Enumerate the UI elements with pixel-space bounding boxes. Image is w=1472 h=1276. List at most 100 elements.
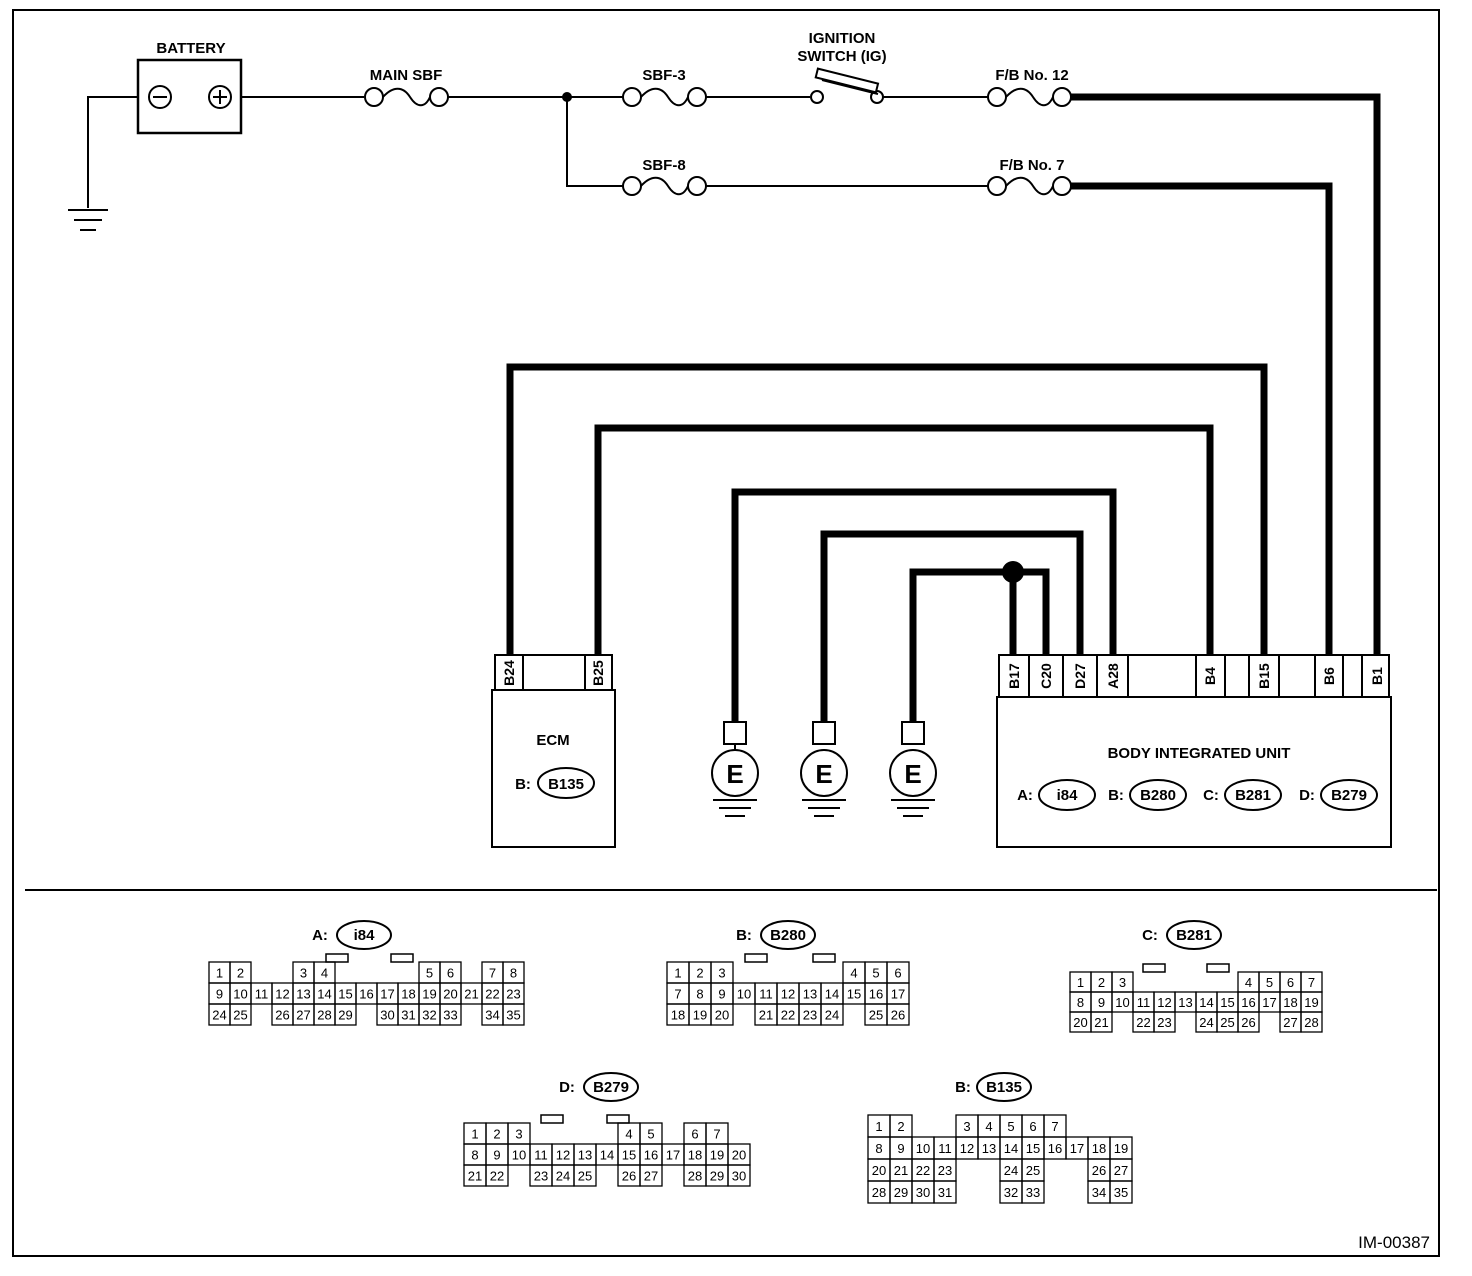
connector-pin-number: 28 xyxy=(1304,1015,1318,1030)
ecm-module xyxy=(491,654,616,848)
biu-conn-c-prefix: C: xyxy=(1203,787,1219,804)
connector-pin-number: 25 xyxy=(1220,1015,1234,1030)
connector-pin-number: 14 xyxy=(600,1148,614,1163)
connector-view-code: B279 xyxy=(593,1079,629,1096)
ecm-title: ECM xyxy=(536,732,569,749)
outer-frame xyxy=(12,9,1440,1257)
connector-pin-number: 5 xyxy=(872,966,879,981)
connector-pin-number: 5 xyxy=(1007,1119,1014,1134)
connector-view-code: i84 xyxy=(354,927,376,944)
connector-pin-cell xyxy=(502,1003,525,1026)
connector-pin-number: 17 xyxy=(1070,1141,1084,1156)
connector-view-oval xyxy=(583,1072,639,1102)
connector-pin-number: 18 xyxy=(688,1148,702,1163)
connector-pin-number: 10 xyxy=(737,987,751,1002)
connector-view-code: B135 xyxy=(986,1079,1022,1096)
ecm-connector-code: B135 xyxy=(548,776,584,793)
connector-pin-number: 2 xyxy=(897,1119,904,1134)
connector-pin-number: 17 xyxy=(1262,995,1276,1010)
connector-pin-cell xyxy=(439,1003,462,1026)
connector-pin-number: 13 xyxy=(296,987,310,1002)
connector-pin-cell xyxy=(1153,1011,1176,1033)
connector-pin-number: 10 xyxy=(233,987,247,1002)
connector-pin-cell xyxy=(820,1003,844,1026)
connector-pin-number: 18 xyxy=(401,987,415,1002)
connector-pin-number: 19 xyxy=(693,1008,707,1023)
connector-pin-number: 6 xyxy=(1029,1119,1036,1134)
connector-pin-number: 26 xyxy=(891,1008,905,1023)
connector-pin-number: 22 xyxy=(916,1163,930,1178)
connector-view-prefix: D: xyxy=(559,1079,575,1096)
connector-pin-number: 35 xyxy=(506,1008,520,1023)
connector-pin-number: 15 xyxy=(622,1148,636,1163)
connector-pin-number: 7 xyxy=(1308,975,1315,990)
connector-pin-number: 23 xyxy=(534,1169,548,1184)
connector-pin-number: 6 xyxy=(447,966,454,981)
biu-conn-b-code: B280 xyxy=(1140,787,1176,804)
ecm-connector-prefix: B: xyxy=(515,776,531,793)
connector-pin-cell xyxy=(229,1003,252,1026)
splice-point xyxy=(1002,561,1024,583)
connector-pin-number: 10 xyxy=(512,1148,526,1163)
connector-pin-cell xyxy=(485,1164,509,1187)
connector-pin-number: 3 xyxy=(718,966,725,981)
connector-pin-number: 5 xyxy=(647,1127,654,1142)
connector-pin-number: 27 xyxy=(1283,1015,1297,1030)
connector-pin-number: 9 xyxy=(493,1148,500,1163)
connector-pin-number: 23 xyxy=(938,1163,952,1178)
connector-pin-cell xyxy=(639,1164,663,1187)
connector-pin-number: 14 xyxy=(825,987,839,1002)
connector-pin-number: 32 xyxy=(1004,1185,1018,1200)
biu-title: BODY INTEGRATED UNIT xyxy=(1108,745,1291,762)
connector-pin-number: 23 xyxy=(1157,1015,1171,1030)
connector-pin-number: 12 xyxy=(556,1148,570,1163)
connector-pin-number: 31 xyxy=(938,1185,952,1200)
connector-pin-number: 9 xyxy=(1098,995,1105,1010)
main-sbf-label: MAIN SBF xyxy=(370,67,443,84)
biu-module xyxy=(996,654,1392,848)
connector-pin-number: 29 xyxy=(894,1185,908,1200)
connector-pin-cell xyxy=(1237,1011,1260,1033)
fb12-label: F/B No. 12 xyxy=(995,67,1068,84)
biu-pin-b15: B15 xyxy=(1256,663,1272,689)
connector-pin-number: 6 xyxy=(691,1127,698,1142)
connector-pin-number: 16 xyxy=(869,987,883,1002)
connector-pin-number: 25 xyxy=(578,1169,592,1184)
connector-pin-number: 25 xyxy=(1026,1163,1040,1178)
ground-e-3: E xyxy=(904,759,921,789)
connector-pin-number: 1 xyxy=(216,966,223,981)
connector-pin-number: 27 xyxy=(296,1008,310,1023)
connector-pin-number: 28 xyxy=(872,1185,886,1200)
biu-pin-d27: D27 xyxy=(1072,663,1088,689)
connector-pin-number: 26 xyxy=(622,1169,636,1184)
connector-pin-number: 13 xyxy=(803,987,817,1002)
biu-conn-a-prefix: A: xyxy=(1017,787,1033,804)
sbf8-label: SBF-8 xyxy=(642,157,685,174)
connector-latch xyxy=(390,953,414,963)
connector-pin-number: 30 xyxy=(916,1185,930,1200)
connector-view-code: B281 xyxy=(1176,927,1212,944)
connector-pin-number: 18 xyxy=(1283,995,1297,1010)
connector-pin-number: 24 xyxy=(825,1008,839,1023)
biu-pin-b1: B1 xyxy=(1369,667,1385,685)
signal-wires xyxy=(506,363,1268,722)
connector-pin-number: 4 xyxy=(625,1127,632,1142)
connector-pin-cell xyxy=(727,1164,751,1187)
connector-pin-number: 4 xyxy=(321,966,328,981)
connector-view-code: B280 xyxy=(770,927,806,944)
connector-pin-number: 6 xyxy=(1287,975,1294,990)
connector-view-oval xyxy=(976,1072,1032,1102)
connector-pin-number: 21 xyxy=(759,1008,773,1023)
connector-pin-cell xyxy=(1109,1180,1133,1204)
connector-pin-number: 21 xyxy=(464,987,478,1002)
connector-pin-number: 22 xyxy=(781,1008,795,1023)
connector-pin-number: 1 xyxy=(471,1127,478,1142)
connector-pin-number: 19 xyxy=(710,1148,724,1163)
connector-pin-number: 19 xyxy=(1114,1141,1128,1156)
connector-pin-number: 21 xyxy=(894,1163,908,1178)
connector-pin-number: 19 xyxy=(422,987,436,1002)
connector-pin-number: 23 xyxy=(803,1008,817,1023)
biu-conn-d-code: B279 xyxy=(1331,787,1367,804)
